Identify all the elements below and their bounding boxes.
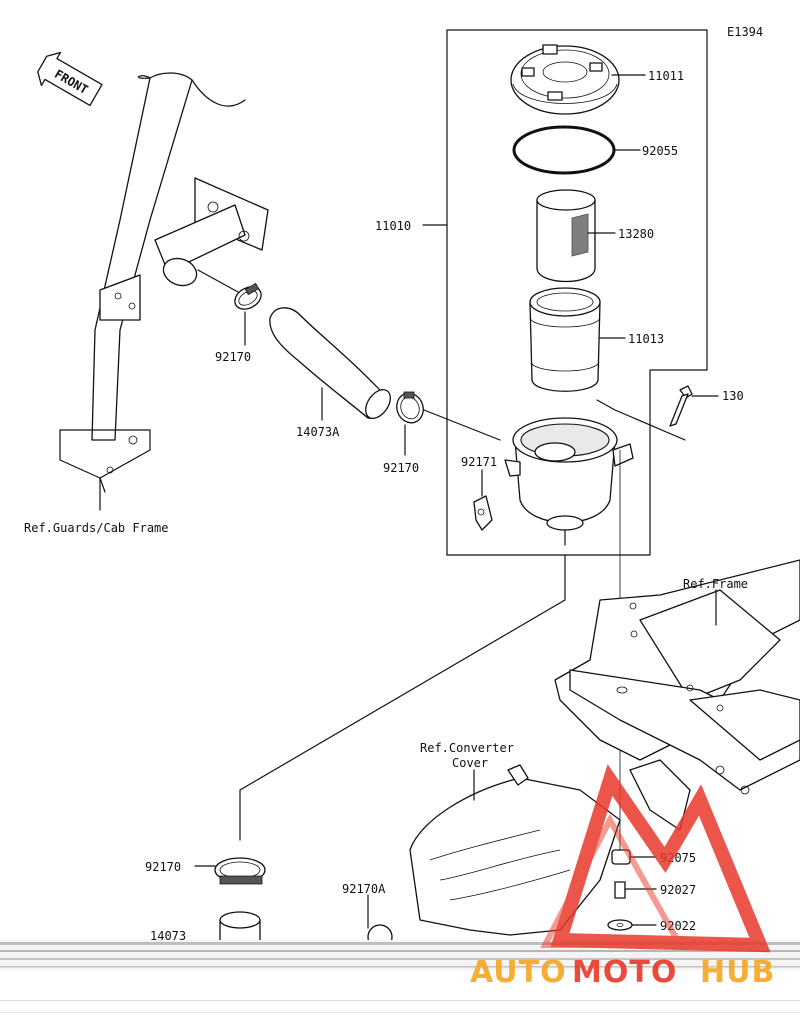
scan-noise-band <box>0 940 800 1013</box>
label-11011: 11011 <box>648 69 684 83</box>
air-cleaner-assembly-box <box>422 29 708 556</box>
damper-92075 <box>611 849 657 865</box>
label-92170-upper: 92170 <box>215 350 251 364</box>
ref-guards-cab-frame: Ref.Guards/Cab Frame <box>24 521 169 535</box>
label-11010: 11010 <box>375 219 411 233</box>
air-cleaner-housing <box>504 399 686 546</box>
o-ring-92055 <box>512 125 641 175</box>
screen-13280 <box>536 189 616 283</box>
label-92055: 92055 <box>642 144 678 158</box>
ref-converter-line2: Cover <box>452 756 488 770</box>
watermark-text-moto: MOTO <box>572 955 677 990</box>
automotohub-watermark-text: AUTO MOTO HUB <box>470 955 775 990</box>
label-130: 130 <box>722 389 744 403</box>
hose-clamp-92170-lower <box>194 857 266 885</box>
label-92171: 92171 <box>461 455 497 469</box>
clip-92171 <box>473 469 493 531</box>
cab-frame-ref-illustration <box>59 72 269 511</box>
ref-frame: Ref.Frame <box>683 577 748 591</box>
air-duct-14073a <box>269 307 391 421</box>
watermark-text-hub: HUB <box>700 955 775 990</box>
filter-element-11013 <box>529 287 626 392</box>
label-92170-middle: 92170 <box>383 461 419 475</box>
label-92027: 92027 <box>660 883 696 897</box>
ref-converter-line1: Ref.Converter <box>420 741 514 755</box>
hose-clamp-92170-upper <box>197 269 262 346</box>
cover-11011 <box>510 44 646 115</box>
label-92170a: 92170A <box>342 882 386 896</box>
label-14073: 14073 <box>150 929 186 943</box>
hose-clamp-92170-middle <box>396 391 501 456</box>
washer-92022 <box>607 919 657 931</box>
diagram-code: E1394 <box>727 25 763 39</box>
automotohub-watermark-logo <box>540 764 771 953</box>
label-11013: 11013 <box>628 332 664 346</box>
label-14073a: 14073A <box>296 425 340 439</box>
front-arrow-icon: FRONT <box>37 51 103 107</box>
leader-line <box>239 599 566 791</box>
frame-ref-illustration <box>554 559 800 831</box>
watermark-text-auto: AUTO <box>470 955 567 990</box>
label-13280: 13280 <box>618 227 654 241</box>
bolt-130 <box>669 385 719 427</box>
label-92170-lower: 92170 <box>145 860 181 874</box>
